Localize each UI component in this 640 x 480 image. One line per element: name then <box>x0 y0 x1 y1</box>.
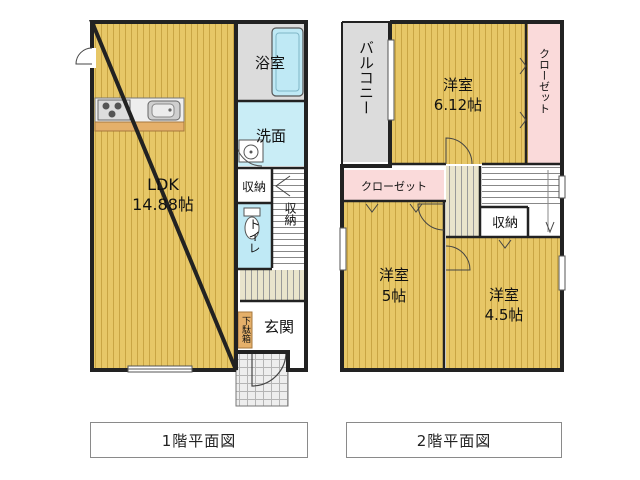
room-b-size: 5帖 <box>382 287 407 305</box>
room-c-door-swing <box>445 245 471 271</box>
walls-2f <box>340 20 564 372</box>
storage-b-label: 収納 <box>283 202 297 226</box>
closet-b-label: クローゼット <box>361 180 427 193</box>
ldk-size: 14.88帖 <box>132 195 194 214</box>
bathtub-icon <box>271 27 304 97</box>
washroom-label: 洗面 <box>256 127 286 145</box>
entrance-label: 玄関 <box>264 318 294 336</box>
entrance-tile <box>235 351 289 407</box>
washbasin-icon <box>238 139 264 163</box>
bath-label: 浴室 <box>255 54 285 72</box>
floor1: LDK 14.88帖 浴室 洗面 収納 収納 トイレ 下駄箱 玄関 <box>75 20 308 407</box>
closet-a-label: クローゼット <box>538 48 551 114</box>
room-b-label: 洋室 <box>379 266 409 284</box>
storage-2f-label: 収納 <box>492 216 518 231</box>
room-c-size: 4.5帖 <box>485 306 524 324</box>
balcony-door-swing <box>75 47 93 65</box>
entrance-door-swing <box>251 351 287 387</box>
room-c <box>446 238 560 368</box>
storage-a-label: 収納 <box>242 180 266 194</box>
room-a-size: 6.12帖 <box>434 96 482 114</box>
stairs-2f <box>482 166 560 206</box>
toilet-icon <box>243 207 261 240</box>
floor2-caption: 2階平面図 <box>346 422 562 458</box>
sink-icon <box>147 100 181 121</box>
room-c-label: 洋室 <box>489 286 519 304</box>
storage-2f <box>482 208 528 236</box>
stairs-1f <box>272 170 306 268</box>
stairs-arrow <box>275 175 291 197</box>
balcony <box>342 22 390 162</box>
storage-a <box>236 170 272 202</box>
stairs-2f-hall <box>446 166 480 236</box>
room-a <box>392 24 528 164</box>
stove-icon <box>97 99 131 121</box>
room-a-door-swing <box>445 137 473 165</box>
room-b <box>344 202 444 368</box>
ldk-label: LDK <box>147 175 179 194</box>
room-a-label: 洋室 <box>443 76 473 94</box>
room-b-door-swing <box>417 203 445 231</box>
shoe-cabinet-label: 下駄箱 <box>240 316 251 344</box>
balcony-label: バルコニー <box>357 40 375 115</box>
stairs-2f-arrow <box>545 221 555 234</box>
floor1-caption: 1階平面図 <box>90 422 308 458</box>
closet-b <box>344 170 444 200</box>
closet-a <box>528 24 560 164</box>
floor2: バルコニー 洋室 6.12帖 クローゼット クローゼット 洋室 5帖 収納 洋室… <box>339 20 566 372</box>
counter-edge <box>94 121 185 132</box>
toilet-label: トイレ <box>247 218 261 254</box>
stairs-landing <box>240 270 306 300</box>
